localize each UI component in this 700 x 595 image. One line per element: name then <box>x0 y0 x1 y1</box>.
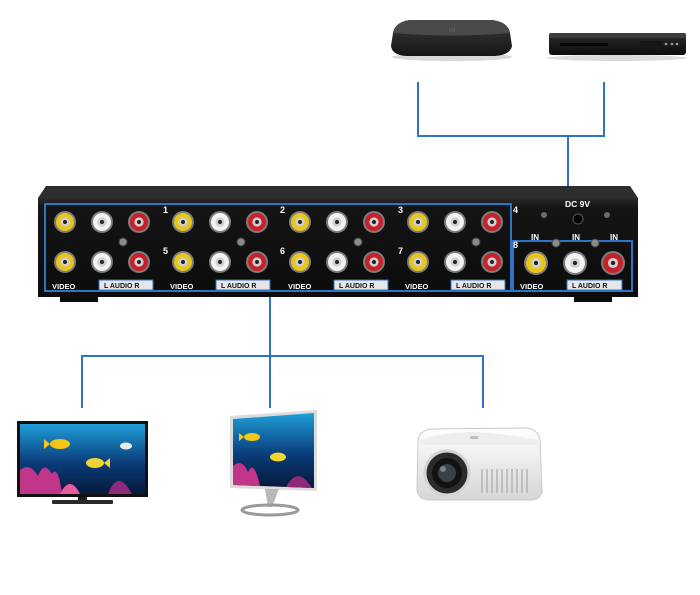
in-label-video: IN <box>531 233 539 242</box>
power-label: DC 9V <box>565 199 590 209</box>
screw <box>551 238 561 248</box>
audio-label-4: L AUDIO R <box>456 283 491 290</box>
port-number-4: 4 <box>513 205 518 215</box>
audio-left-jack[interactable] <box>209 251 231 273</box>
rca-jacks <box>54 211 625 275</box>
audio-left-jack[interactable] <box>444 211 466 233</box>
dc-power-jack <box>572 213 584 225</box>
screw <box>236 237 246 247</box>
outputs-frame <box>44 203 512 292</box>
audio-right-jack[interactable] <box>128 251 150 273</box>
video-jack[interactable] <box>289 211 311 233</box>
audio-right-jack[interactable] <box>246 251 268 273</box>
audio-left-jack[interactable] <box>209 211 231 233</box>
in-label-right: IN <box>610 233 618 242</box>
audio-right-jack[interactable] <box>363 211 385 233</box>
audio-label-box <box>566 279 623 291</box>
audio-label-input: L AUDIO R <box>572 283 607 290</box>
audio-right-jack[interactable] <box>246 211 268 233</box>
video-jack[interactable] <box>524 251 548 275</box>
dvd-player-icon <box>547 33 687 61</box>
screw <box>590 238 600 248</box>
screw <box>118 237 128 247</box>
video-label-3: VIDEO <box>288 282 312 291</box>
video-label-input: VIDEO <box>520 282 544 291</box>
audio-left-jack[interactable] <box>563 251 587 275</box>
port-number-7: 7 <box>398 246 403 256</box>
port-number-6: 6 <box>280 246 285 256</box>
audio-left-jack[interactable] <box>91 251 113 273</box>
video-jack[interactable] <box>172 211 194 233</box>
video-label-2: VIDEO <box>170 282 194 291</box>
projector-vent <box>481 469 528 493</box>
audio-label-box <box>215 279 271 291</box>
port-number-5: 5 <box>163 246 168 256</box>
video-jack[interactable] <box>172 251 194 273</box>
screw <box>604 212 610 218</box>
screw <box>541 212 547 218</box>
port-number-1: 1 <box>163 205 168 215</box>
projector-icon <box>416 427 543 501</box>
audio-left-jack[interactable] <box>326 251 348 273</box>
port-number-2: 2 <box>280 205 285 215</box>
video-jack[interactable] <box>54 211 76 233</box>
audio-left-jack[interactable] <box>444 251 466 273</box>
video-jack[interactable] <box>407 251 429 273</box>
screw <box>353 237 363 247</box>
video-jack[interactable] <box>289 251 311 273</box>
port-number-3: 3 <box>398 205 403 215</box>
audio-label-2: L AUDIO R <box>221 283 256 290</box>
audio-right-jack[interactable] <box>481 211 503 233</box>
audio-label-box <box>333 279 389 291</box>
monitor-icon <box>230 410 317 517</box>
audio-right-jack[interactable] <box>481 251 503 273</box>
inputs-frame <box>512 240 633 292</box>
audio-right-jack[interactable] <box>363 251 385 273</box>
video-label-1: VIDEO <box>52 282 76 291</box>
audio-right-jack[interactable] <box>128 211 150 233</box>
in-label-left: IN <box>572 233 580 242</box>
audio-label-box <box>98 279 154 291</box>
video-jack[interactable] <box>407 211 429 233</box>
svg-text:mi: mi <box>449 28 455 34</box>
port-number-8: 8 <box>513 240 518 250</box>
video-jack[interactable] <box>54 251 76 273</box>
set-top-box-icon: mi <box>391 20 512 61</box>
audio-label-3: L AUDIO R <box>339 283 374 290</box>
audio-left-jack[interactable] <box>91 211 113 233</box>
audio-label-1: L AUDIO R <box>104 283 139 290</box>
tv-icon <box>17 421 148 504</box>
audio-left-jack[interactable] <box>326 211 348 233</box>
audio-label-box <box>450 279 506 291</box>
screw <box>471 237 481 247</box>
audio-right-jack[interactable] <box>601 251 625 275</box>
video-label-4: VIDEO <box>405 282 429 291</box>
